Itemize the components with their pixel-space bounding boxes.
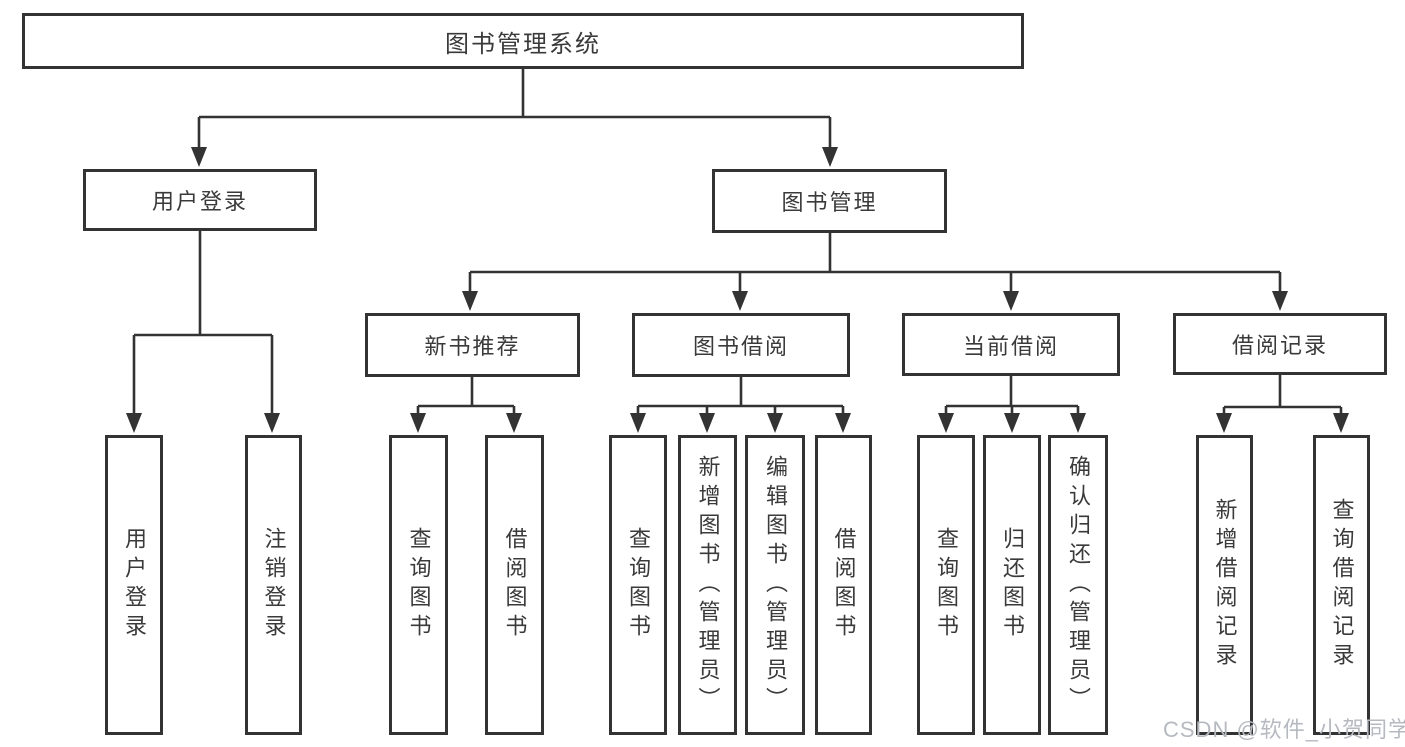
node-borrow-records: 借阅记录 (1173, 313, 1387, 375)
leaf-add-borrow-record: 新增借阅记录 (1196, 435, 1253, 735)
leaf-query-book: 查询图书 (609, 435, 667, 735)
leaf-edit-book-admin: 编辑图书（管理员） (745, 435, 805, 735)
node-current-borrow: 当前借阅 (902, 313, 1120, 376)
node-library-system: 图书管理系统 (22, 13, 1024, 69)
leaf-logout: 注销登录 (245, 435, 302, 735)
node-book-management: 图书管理 (712, 169, 947, 233)
node-new-book-recommend: 新书推荐 (365, 313, 580, 377)
csdn-watermark: CSDN @软件_小贺同学 (1163, 717, 1405, 742)
leaf-query-book: 查询图书 (389, 435, 448, 735)
leaf-user-login: 用户登录 (105, 435, 163, 735)
leaf-add-book-admin: 新增图书（管理员） (678, 435, 737, 735)
leaf-query-borrow-record: 查询借阅记录 (1313, 435, 1370, 735)
leaf-return-book: 归还图书 (983, 435, 1041, 735)
node-book-borrow: 图书借阅 (632, 313, 850, 377)
node-user-login: 用户登录 (83, 169, 317, 231)
leaf-confirm-return-admin: 确认归还（管理员） (1048, 435, 1108, 735)
leaf-borrow-book: 借阅图书 (815, 435, 872, 735)
leaf-borrow-book: 借阅图书 (485, 435, 544, 735)
leaf-query-book: 查询图书 (917, 435, 975, 735)
